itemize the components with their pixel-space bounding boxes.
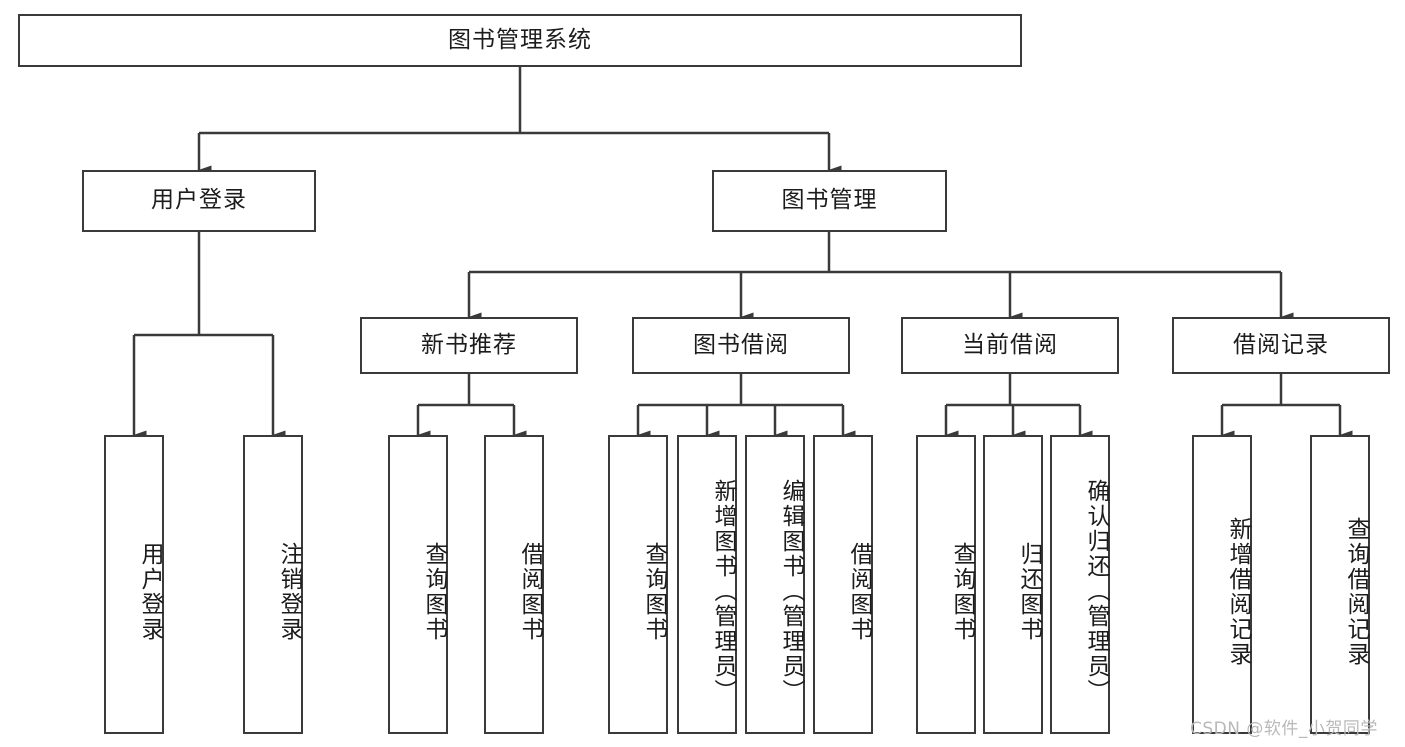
node-label: 借阅记录	[1233, 331, 1329, 358]
node-root[interactable]: 图书管理系统	[18, 14, 1022, 67]
node-leaf-10[interactable]: 确认归还（管理员）	[1050, 435, 1110, 734]
node-leaf-6[interactable]: 编辑图书（管理员）	[745, 435, 805, 734]
node-leaf-12[interactable]: 查询借阅记录	[1310, 435, 1370, 734]
node-leaf-5[interactable]: 新增图书（管理员）	[677, 435, 737, 734]
node-label: 编辑图书（管理员）	[778, 479, 804, 704]
node-label: 新书推荐	[421, 331, 517, 358]
node-leaf-11[interactable]: 新增借阅记录	[1192, 435, 1252, 734]
node-leaf-8[interactable]: 查询图书	[916, 435, 976, 734]
node-leaf-7[interactable]: 借阅图书	[813, 435, 873, 734]
node-leaf-4[interactable]: 查询图书	[608, 435, 668, 734]
node-label: 借阅图书	[846, 541, 872, 642]
node-label: 查询图书	[949, 541, 975, 642]
node-label: 注销登录	[276, 541, 302, 642]
node-level3-0[interactable]: 新书推荐	[360, 317, 578, 374]
node-label: 借阅图书	[517, 541, 543, 642]
node-label: 当前借阅	[962, 331, 1058, 358]
edge-lines	[132, 67, 1353, 440]
node-level2-0[interactable]: 用户登录	[82, 170, 316, 232]
node-label: 用户登录	[151, 187, 247, 214]
node-label: 归还图书	[1016, 541, 1042, 642]
node-level2-1[interactable]: 图书管理	[712, 170, 947, 232]
node-leaf-3[interactable]: 借阅图书	[484, 435, 544, 734]
node-label: 新增借阅记录	[1225, 516, 1251, 667]
node-label: 确认归还（管理员）	[1083, 479, 1109, 704]
node-label: 用户登录	[137, 541, 163, 642]
node-label: 新增图书（管理员）	[710, 479, 736, 704]
node-label: 查询图书	[641, 541, 667, 642]
node-leaf-9[interactable]: 归还图书	[983, 435, 1043, 734]
node-label: 图书借阅	[693, 331, 789, 358]
node-leaf-2[interactable]: 查询图书	[388, 435, 448, 734]
node-label: 查询借阅记录	[1343, 516, 1369, 667]
node-level3-1[interactable]: 图书借阅	[632, 317, 850, 374]
node-label: 查询图书	[421, 541, 447, 642]
node-label: 图书管理	[781, 187, 878, 214]
node-leaf-0[interactable]: 用户登录	[104, 435, 164, 734]
node-level3-3[interactable]: 借阅记录	[1172, 317, 1390, 374]
node-leaf-1[interactable]: 注销登录	[243, 435, 303, 734]
node-level3-2[interactable]: 当前借阅	[901, 317, 1119, 374]
csdn-watermark: CSDN @软件_小贺同学	[1190, 719, 1378, 739]
node-label: 图书管理系统	[448, 26, 592, 53]
